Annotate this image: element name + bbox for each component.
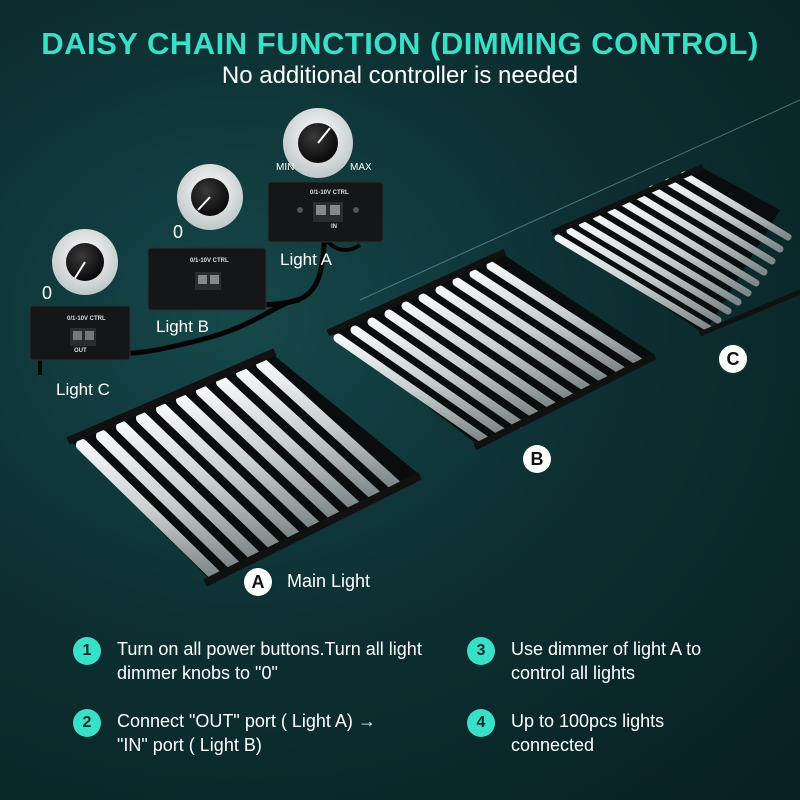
- control-box-a: [267, 181, 384, 243]
- dimmer-knob-b: [177, 164, 243, 230]
- step-4: 4 Up to 100pcs lights connected: [467, 709, 767, 757]
- light-b-label: Light B: [156, 317, 209, 336]
- dimmer-knob-c: [52, 229, 118, 295]
- step-2: 2 Connect "OUT" port ( Light A) → "IN" p…: [73, 709, 443, 757]
- fixture-c-bars: [554, 171, 792, 332]
- control-box-c: [29, 305, 131, 361]
- step-4-text: Up to 100pcs lights connected: [511, 711, 665, 755]
- fixture-a: [66, 348, 422, 587]
- step-3-number: 3: [467, 637, 495, 665]
- ctrl-label-b: 0/1-10V CTRL: [190, 258, 229, 264]
- main-light-label: Main Light: [287, 571, 371, 591]
- step-1-text: Turn on all power buttons.Turn all light…: [117, 639, 422, 683]
- light-streak: [359, 99, 800, 301]
- step-3-text: Use dimmer of light A to control all lig…: [511, 639, 702, 683]
- step-2-text: Connect "OUT" port ( Light A) → "IN" por…: [117, 711, 376, 755]
- page-title: DAISY CHAIN FUNCTION (DIMMING CONTROL): [41, 26, 759, 61]
- fixture-b-bars: [333, 261, 643, 445]
- fixture-b: [326, 248, 657, 451]
- fixture-a-badge: A: [244, 568, 272, 596]
- fixture-c-badge: C: [719, 345, 747, 373]
- dimmer-b-zero: 0: [173, 222, 184, 242]
- fixture-b-badge: B: [523, 445, 551, 473]
- dimmer-min-label: MIN: [276, 162, 295, 173]
- out-port-label: OUT: [74, 348, 87, 354]
- step-1: 1 Turn on all power buttons.Turn all lig…: [73, 637, 443, 685]
- ctrl-label-a: 0/1-10V CTRL: [310, 190, 349, 196]
- fixture-c: [550, 164, 800, 337]
- dimmer-max-label: MAX: [350, 162, 372, 173]
- step-2-number: 2: [73, 709, 101, 737]
- dimmer-knob-a: [283, 108, 353, 178]
- light-c-label: Light C: [56, 380, 110, 399]
- in-port-label: IN: [331, 224, 337, 230]
- ctrl-label-c: 0/1-10V CTRL: [67, 316, 106, 322]
- step-4-number: 4: [467, 709, 495, 737]
- light-a-label: Light A: [280, 250, 332, 269]
- fixture-a-bars: [76, 358, 401, 581]
- dimmer-c-zero: 0: [42, 283, 53, 303]
- step-3: 3 Use dimmer of light A to control all l…: [467, 637, 767, 685]
- page-subtitle: No additional controller is needed: [221, 62, 579, 89]
- step-1-number: 1: [73, 637, 101, 665]
- control-box-b: [147, 247, 267, 311]
